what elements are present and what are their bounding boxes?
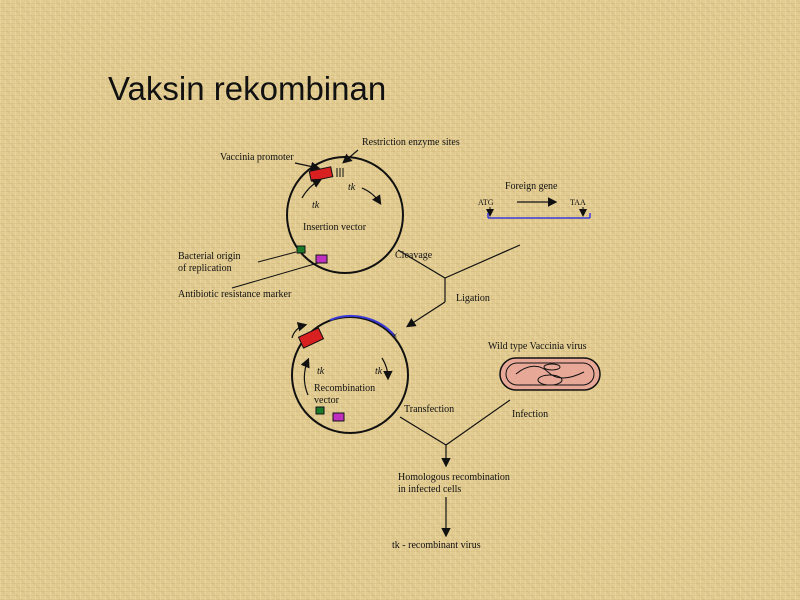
tk-symbol: tk xyxy=(312,200,320,211)
inserted-gene-arc xyxy=(329,315,396,337)
outer-arrow xyxy=(291,322,308,339)
restriction-sites-pointer xyxy=(342,149,359,164)
foreign-gene: Foreign gene ATG TAA xyxy=(478,181,591,219)
homologous-recombination-label-line1: Homologous recombination xyxy=(398,472,510,483)
restriction-site-marks xyxy=(336,168,344,177)
slide-title: Vaksin rekombinan xyxy=(108,70,387,107)
vaccinia-promoter-block xyxy=(297,327,325,349)
insertion-vector: tk tk Insertion vector xyxy=(286,156,404,274)
cleavage-label: Cleavage xyxy=(395,250,433,261)
antibiotic-marker-label: Antibiotic resistance marker xyxy=(178,289,292,300)
bacterial-ori-block xyxy=(315,406,325,415)
inner-arrow-left xyxy=(301,178,323,199)
inner-arrow-right xyxy=(381,357,393,381)
bacterial-ori-label-line1: Bacterial origin xyxy=(178,251,240,262)
start-codon-label: ATG xyxy=(478,198,494,207)
vaccinia-promoter-label: Vaccinia promoter xyxy=(220,152,294,163)
restriction-sites-label: Restriction enzyme sites xyxy=(362,137,460,148)
infection-label: Infection xyxy=(512,409,548,420)
antibiotic-marker-pointer xyxy=(231,262,319,289)
insertion-vector-label: Insertion vector xyxy=(303,222,367,233)
antibiotic-marker-block xyxy=(315,254,328,264)
recombination-vector: × tk tk Recombination vector xyxy=(291,315,409,434)
recombination-vector-label-line2: vector xyxy=(314,395,340,406)
foreign-gene-label: Foreign gene xyxy=(505,181,558,192)
insertion-vector-ring xyxy=(286,156,404,274)
vaccinia-virus-icon xyxy=(499,357,601,391)
bacterial-ori-pointer xyxy=(257,251,297,263)
homologous-recombination-label-line2: in infected cells xyxy=(398,484,461,495)
antibiotic-marker-block xyxy=(332,412,345,422)
cleavage-ligation-merge xyxy=(397,244,521,328)
inner-arrow-right xyxy=(361,187,382,206)
stop-codon-label: TAA xyxy=(570,198,586,207)
bacterial-ori-block xyxy=(296,245,306,254)
transfection-infection-merge xyxy=(399,399,511,468)
transfection-label: Transfection xyxy=(404,404,454,415)
wild-type-virus-label: Wild type Vaccinia virus xyxy=(488,341,587,352)
vaccinia-promoter-block xyxy=(308,166,334,182)
tk-symbol: tk xyxy=(375,366,383,377)
tk-symbol: tk xyxy=(317,366,325,377)
recombination-vector-ring xyxy=(291,316,409,434)
recombination-vector-label-line1: Recombination xyxy=(314,383,375,394)
recombinant-virus-label: tk - recombinant virus xyxy=(392,540,481,551)
bacterial-ori-label-line2: of replication xyxy=(178,263,232,274)
restriction-site-mark: × xyxy=(392,331,398,342)
inner-arrow-left xyxy=(300,357,310,396)
vaccinia-promoter-pointer xyxy=(294,161,321,172)
ligation-label: Ligation xyxy=(456,293,490,304)
tk-symbol: tk xyxy=(348,182,356,193)
